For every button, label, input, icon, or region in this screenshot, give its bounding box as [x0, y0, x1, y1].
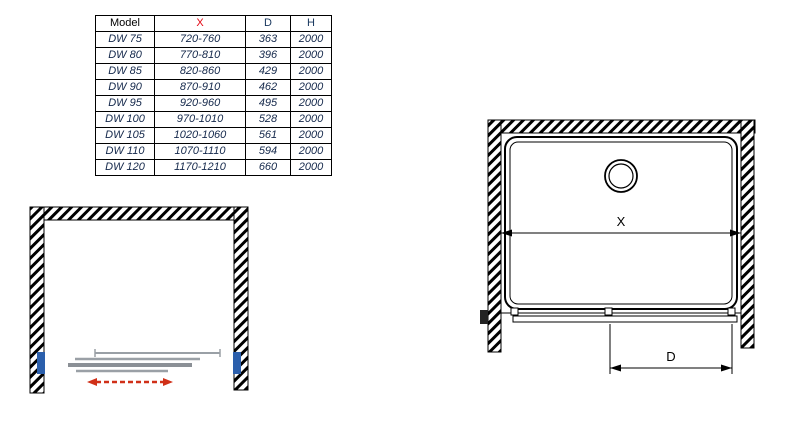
col-header-d: D [245, 15, 291, 32]
front-right-wall [233, 206, 249, 391]
door-width-dimension-label: D [666, 349, 675, 364]
cell-x: 820-860 [154, 63, 246, 80]
plan-left-wall [487, 119, 502, 353]
shower-tray [504, 136, 738, 310]
cell-model: DW 90 [95, 79, 155, 96]
plan-back-wall [487, 119, 756, 134]
table-body: DW 75 720-760 363 2000 DW 80 770-810 396… [95, 31, 332, 176]
cell-model: DW 120 [95, 159, 155, 176]
door-assembly [480, 307, 741, 324]
plan-right-wall [740, 119, 755, 349]
cell-d: 429 [245, 63, 291, 80]
cell-x: 1070-1110 [154, 143, 246, 160]
table-row: DW 105 1020-1060 561 2000 [95, 127, 332, 144]
cell-h: 2000 [290, 63, 332, 80]
cell-model: DW 110 [95, 143, 155, 160]
cell-h: 2000 [290, 111, 332, 128]
left-wall-profile [37, 352, 45, 374]
table-row: DW 75 720-760 363 2000 [95, 31, 332, 48]
width-dimension [501, 229, 741, 237]
table-row: DW 90 870-910 462 2000 [95, 79, 332, 96]
cell-d: 462 [245, 79, 291, 96]
cell-d: 528 [245, 111, 291, 128]
front-view-diagram [29, 206, 249, 394]
cell-d: 396 [245, 47, 291, 64]
cell-d: 363 [245, 31, 291, 48]
cell-h: 2000 [290, 143, 332, 160]
col-header-h: H [290, 15, 332, 32]
cell-model: DW 105 [95, 127, 155, 144]
door-width-dimension [609, 324, 733, 374]
cell-x: 870-910 [154, 79, 246, 96]
cell-model: DW 85 [95, 63, 155, 80]
table-row: DW 110 1070-1110 594 2000 [95, 143, 332, 160]
cell-h: 2000 [290, 159, 332, 176]
cell-model: DW 95 [95, 95, 155, 112]
cell-x: 1170-1210 [154, 159, 246, 176]
cell-d: 660 [245, 159, 291, 176]
table-row: DW 80 770-810 396 2000 [95, 47, 332, 64]
sliding-glass-panels [68, 349, 221, 373]
size-table: Model X D H DW 75 720-760 363 2000 DW 80… [95, 15, 332, 176]
cell-x: 970-1010 [154, 111, 246, 128]
drain-outer-circle [604, 159, 638, 193]
cell-x: 770-810 [154, 47, 246, 64]
cell-model: DW 80 [95, 47, 155, 64]
cell-d: 561 [245, 127, 291, 144]
drain-inner-circle [608, 163, 634, 189]
col-header-model: Model [95, 15, 155, 32]
cell-x: 920-960 [154, 95, 246, 112]
slide-direction-arrow [87, 378, 173, 386]
shower-tray-inner-edge [509, 141, 733, 305]
cell-d: 594 [245, 143, 291, 160]
col-header-x: X [154, 15, 246, 32]
cell-h: 2000 [290, 79, 332, 96]
table-header-row: Model X D H [95, 15, 332, 32]
cell-model: DW 100 [95, 111, 155, 128]
table-row: DW 95 920-960 495 2000 [95, 95, 332, 112]
table-row: DW 120 1170-1210 660 2000 [95, 159, 332, 176]
wall-profile-bracket [480, 310, 488, 324]
cell-h: 2000 [290, 95, 332, 112]
table-row: DW 100 970-1010 528 2000 [95, 111, 332, 128]
cell-model: DW 75 [95, 31, 155, 48]
table-row: DW 85 820-860 429 2000 [95, 63, 332, 80]
cell-d: 495 [245, 95, 291, 112]
cell-h: 2000 [290, 47, 332, 64]
plan-view-diagram: X D [480, 119, 756, 374]
cell-x: 1020-1060 [154, 127, 246, 144]
front-left-wall [29, 206, 45, 394]
right-wall-profile [233, 352, 241, 374]
width-dimension-label: X [617, 214, 626, 229]
cell-h: 2000 [290, 127, 332, 144]
cell-x: 720-760 [154, 31, 246, 48]
cell-h: 2000 [290, 31, 332, 48]
front-top-wall [29, 206, 249, 221]
